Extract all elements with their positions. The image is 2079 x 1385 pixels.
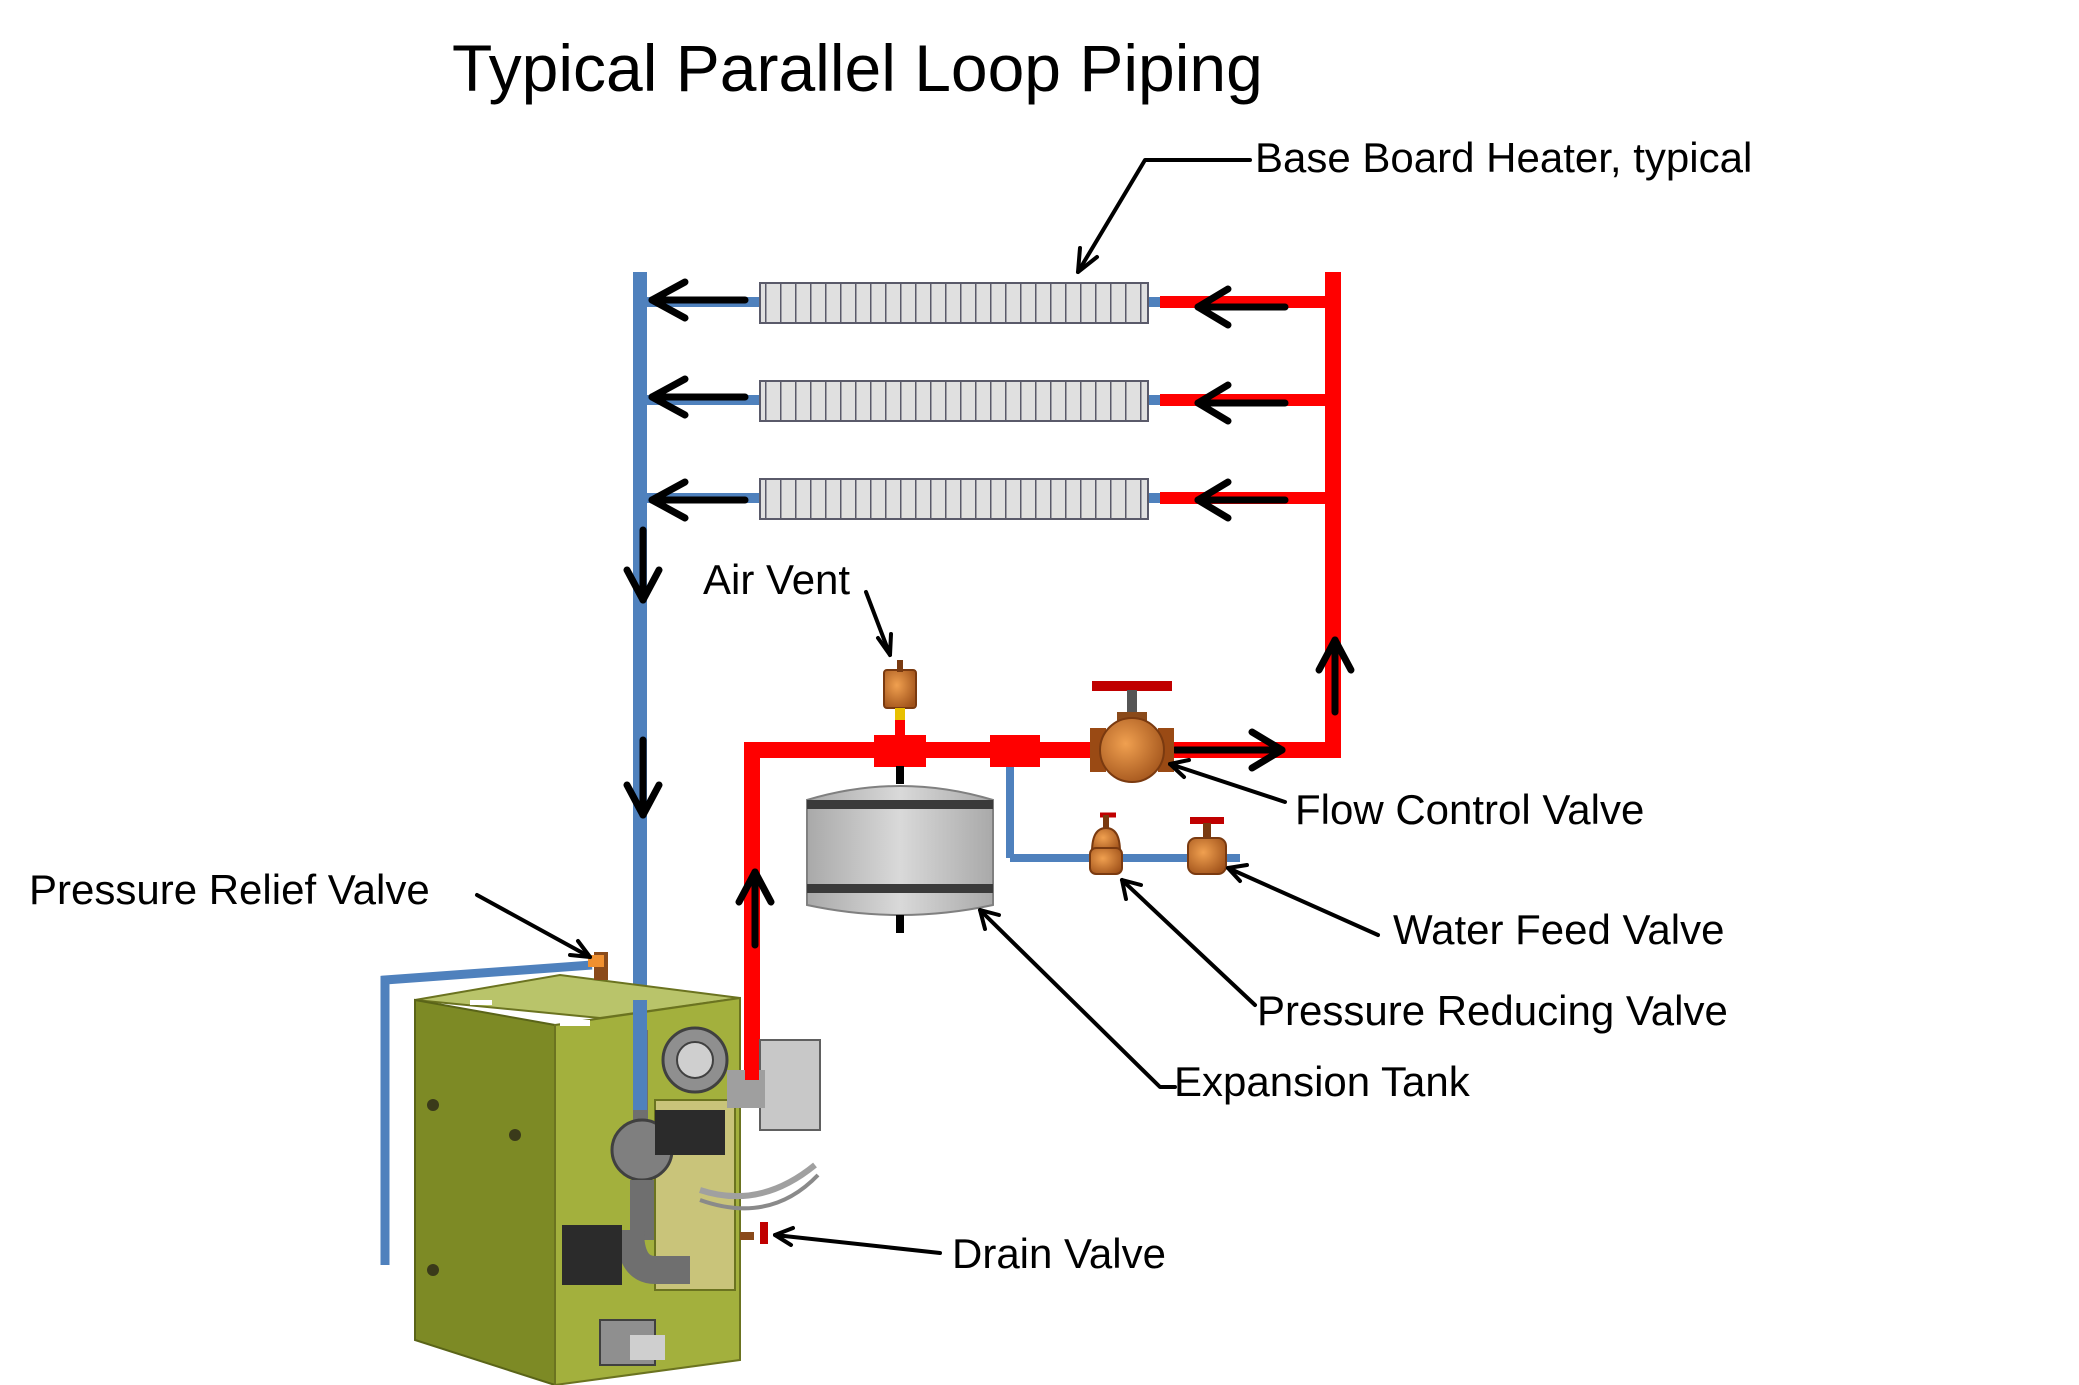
flow-arrow-right <box>1171 728 1286 772</box>
label-expansion-tank: Expansion Tank <box>1174 1058 1470 1105</box>
flow-arrow-left <box>648 278 749 322</box>
water-feed-valve <box>1187 817 1227 875</box>
page-title: Typical Parallel Loop Piping <box>452 31 1263 105</box>
label-pressure-reducing-valve: Pressure Reducing Valve <box>1257 987 1728 1034</box>
expansion-tank <box>806 766 994 933</box>
leader-lines <box>475 158 1380 1255</box>
baseboard-heaters <box>759 282 1149 520</box>
leader-pressure-reducing <box>1120 878 1257 1007</box>
leader-drain <box>773 1226 942 1255</box>
flow-arrow-up <box>735 868 775 949</box>
baseboard-heater-3 <box>759 478 1149 520</box>
flow-arrow-left <box>648 375 749 419</box>
leader-water-feed <box>1226 863 1380 937</box>
flow-arrow-down <box>623 736 663 819</box>
flow-control-valve <box>1090 681 1174 783</box>
flow-arrow-left <box>1194 478 1289 522</box>
leader-expansion-tank <box>978 908 1177 1089</box>
label-air-vent: Air Vent <box>703 556 851 603</box>
leader-pressure-relief <box>475 893 592 959</box>
baseboard-heater-2 <box>759 380 1149 422</box>
air-vent <box>874 660 926 767</box>
label-drain-valve: Drain Valve <box>952 1230 1166 1277</box>
flow-arrow-left <box>1194 381 1289 425</box>
flow-arrow-left <box>648 478 749 522</box>
baseboard-heater-1 <box>759 282 1149 324</box>
label-water-feed-valve: Water Feed Valve <box>1393 906 1725 953</box>
flow-arrow-left <box>1194 285 1289 329</box>
flow-arrow-down <box>623 526 663 604</box>
feed-tee <box>990 735 1040 767</box>
label-pressure-relief-valve: Pressure Relief Valve <box>29 866 430 913</box>
leader-air-vent <box>864 590 893 657</box>
flow-arrow-up <box>1315 636 1355 716</box>
label-baseboard-heater: Base Board Heater, typical <box>1255 134 1753 181</box>
leader-baseboard <box>1076 158 1252 274</box>
flow-arrows <box>623 278 1355 949</box>
pressure-reducing-valve <box>1089 812 1123 875</box>
label-flow-control-valve: Flow Control Valve <box>1295 786 1645 833</box>
leader-flow-control <box>1168 758 1287 804</box>
